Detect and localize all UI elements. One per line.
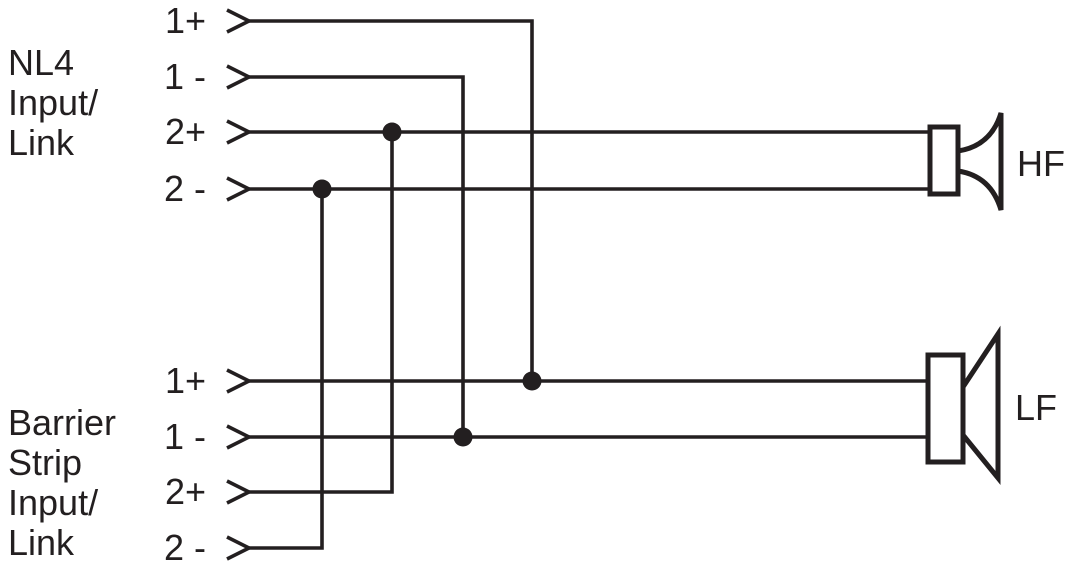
nl4-2minus-arrow-icon — [226, 176, 254, 202]
nl4-terminal-1plus-label: 1+ — [164, 0, 206, 41]
nl4-label-line2: Input/ — [8, 82, 99, 123]
nl4-terminal-2minus-label: 2 - — [163, 168, 206, 209]
barrier-terminal-1minus-label: 1 - — [163, 416, 206, 457]
wire-branch-2minus-to-barrier — [249, 189, 324, 550]
barrier-1minus-arrow-icon — [226, 424, 254, 450]
nl4-label-line1: NL4 — [8, 42, 75, 83]
lf-cone-flare — [960, 325, 1001, 486]
lf-driver-rect — [925, 352, 966, 465]
junction-dot-1minus — [453, 427, 473, 447]
barrier-label-line2: Strip — [8, 442, 83, 483]
barrier-1plus-arrow-icon — [226, 368, 254, 394]
barrier-2minus-arrow-icon — [226, 535, 254, 561]
hf-horn-flare — [957, 112, 1004, 211]
wire-branch-2plus-to-barrier — [249, 132, 394, 494]
barrier-terminal-2minus-label: 2 - — [163, 527, 206, 568]
barrier-2plus-arrow-icon — [226, 479, 254, 505]
nl4-1plus-arrow-icon — [226, 8, 254, 34]
nl4-label-line3: Link — [8, 122, 75, 163]
lf-speaker-label: LF — [1015, 387, 1058, 428]
wire-nl4-1plus-to-junction — [249, 19, 534, 381]
hf-speaker-label: HF — [1017, 143, 1065, 184]
barrier-label-line1: Barrier — [8, 402, 117, 443]
nl4-2plus-arrow-icon — [226, 119, 254, 145]
hf-horn-speaker-icon — [927, 112, 1004, 211]
barrier-strip-input-link-label: Barrier Strip Input/ Link — [8, 403, 116, 563]
barrier-terminal-2plus-label: 2+ — [164, 471, 206, 512]
barrier-label-line4: Link — [8, 522, 75, 563]
junction-dot-1plus — [522, 371, 542, 391]
nl4-terminal-2plus-label: 2+ — [164, 111, 206, 152]
junction-dot-2plus — [382, 122, 402, 142]
lf-cone-speaker-icon — [925, 325, 1001, 486]
barrier-label-line3: Input/ — [8, 482, 99, 523]
wire-nl4-1minus-to-junction — [249, 75, 465, 437]
hf-driver-rect — [927, 124, 961, 197]
barrier-terminal-1plus-label: 1+ — [164, 360, 206, 401]
nl4-1minus-arrow-icon — [226, 64, 254, 90]
junction-dot-2minus — [312, 179, 332, 199]
nl4-input-link-label: NL4 Input/ Link — [8, 43, 98, 163]
nl4-terminal-1minus-label: 1 - — [163, 56, 206, 97]
